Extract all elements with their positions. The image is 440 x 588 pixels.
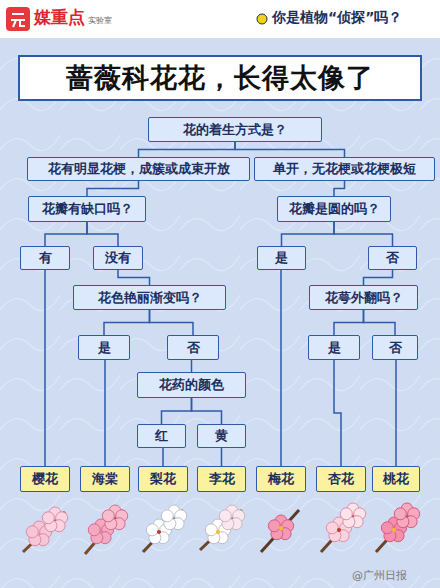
question-box: 单开，无花梗或花梗极短 [254, 157, 435, 181]
connector [192, 398, 222, 424]
logo-text: 媒重点 [34, 6, 85, 29]
connector [334, 181, 345, 196]
question-box: 否 [368, 246, 417, 270]
connector [395, 360, 397, 466]
logo-mark [6, 7, 30, 31]
node-text: 花药的颜色 [159, 376, 224, 394]
node-text: 梅花 [268, 470, 294, 488]
node-text: 否 [389, 339, 402, 357]
node-text: 花瓣是圆的吗？ [289, 200, 380, 218]
node-text: 单开，无花梗或花梗极短 [273, 160, 416, 178]
connector [282, 222, 335, 246]
title: 蔷薇科花花，长得太像了 [18, 55, 422, 101]
connector [280, 270, 282, 466]
node-text: 是 [275, 249, 288, 267]
question-box: 花瓣是圆的吗？ [277, 196, 391, 222]
question-box: 否 [372, 335, 418, 360]
flower-illustrations [23, 503, 420, 554]
node-text: 杏花 [328, 470, 354, 488]
connector [87, 222, 118, 246]
connector [45, 222, 87, 246]
connector [104, 310, 150, 335]
connector [191, 360, 193, 372]
connector [118, 270, 150, 285]
question-box: 没有 [93, 246, 143, 270]
node-text: 花瓣有缺口吗？ [42, 200, 133, 218]
question-box: 花药的颜色 [137, 372, 246, 398]
node-text: 李花 [209, 470, 235, 488]
connector [221, 448, 223, 466]
connector [364, 310, 396, 335]
header-question: 你是植物“侦探”吗？ [272, 9, 402, 27]
node-text: 桃花 [383, 470, 409, 488]
answer-box: 桃花 [372, 466, 420, 492]
connector [162, 398, 192, 424]
node-text: 否 [187, 339, 200, 357]
node-text: 海棠 [92, 470, 118, 488]
question-box: 红 [137, 424, 186, 448]
node-text: 梨花 [150, 470, 176, 488]
header-bar [0, 0, 440, 38]
watermark: @广州日报 [352, 568, 407, 583]
connector [44, 270, 46, 466]
question-box: 是 [78, 335, 130, 360]
question-box: 是 [308, 335, 360, 360]
connector [235, 142, 345, 157]
answer-box: 海棠 [80, 466, 130, 492]
node-text: 花的着生方式是？ [183, 121, 287, 139]
node-text: 有 [39, 249, 52, 267]
connector [334, 310, 364, 335]
question-box: 有 [20, 246, 70, 270]
node-text: 是 [328, 339, 341, 357]
node-text: 没有 [105, 249, 131, 267]
node-text: 樱花 [32, 470, 58, 488]
question-box: 否 [167, 335, 219, 360]
connector [334, 222, 393, 246]
connector [139, 142, 236, 157]
node-text: 黄 [215, 427, 228, 445]
connector [150, 310, 194, 335]
question-box: 黄 [197, 424, 246, 448]
answer-box: 樱花 [20, 466, 70, 492]
answer-box: 李花 [197, 466, 246, 492]
connector [162, 448, 164, 466]
node-text: 花有明显花梗，成簇或成束开放 [48, 160, 230, 178]
connector [104, 360, 106, 466]
node-text: 花萼外翻吗？ [325, 289, 403, 307]
connector [87, 181, 139, 196]
answer-box: 梨花 [138, 466, 188, 492]
question-box: 花瓣有缺口吗？ [28, 196, 146, 222]
answer-box: 杏花 [316, 466, 366, 492]
logo-subtext: 实验室 [88, 15, 112, 26]
node-text: 是 [98, 339, 111, 357]
logo-glyph [11, 14, 25, 27]
node-text: 否 [386, 249, 399, 267]
question-box: 花有明显花梗，成簇或成束开放 [27, 157, 250, 181]
question-box: 是 [257, 246, 306, 270]
bullet-dot [257, 14, 267, 24]
question-box: 花色艳丽渐变吗？ [73, 285, 226, 310]
wave-texture [0, 40, 440, 588]
answer-box: 梅花 [256, 466, 306, 492]
node-text: 红 [155, 427, 168, 445]
node-text: 花色艳丽渐变吗？ [98, 289, 202, 307]
connector [364, 270, 393, 285]
connector [334, 360, 341, 466]
question-box: 花的着生方式是？ [148, 117, 322, 142]
question-box: 花萼外翻吗？ [309, 285, 418, 310]
